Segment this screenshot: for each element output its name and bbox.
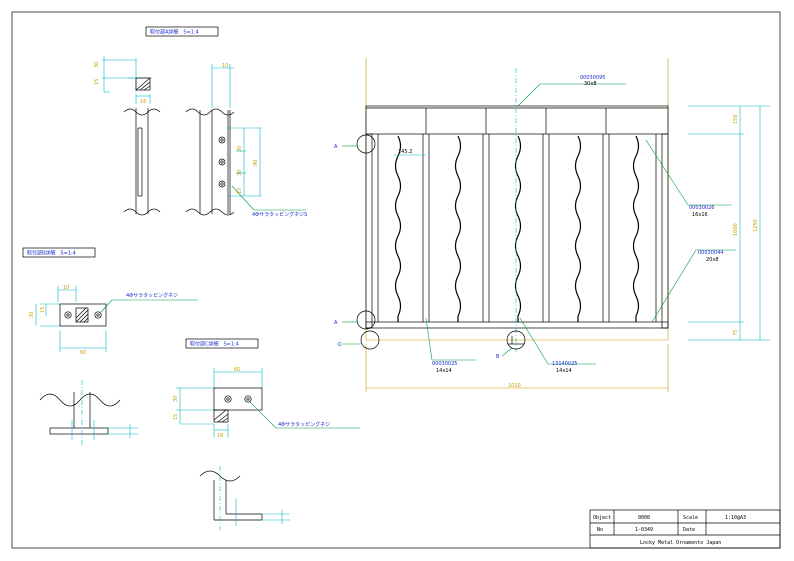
- detail-c-plan: [176, 368, 360, 438]
- picket-code: 00030026: [689, 205, 714, 211]
- detail-c-title: 取付部C詳細 S=1:4: [190, 341, 239, 348]
- detail-b-title: 取付部B詳細 S=1:4: [27, 250, 76, 257]
- bottom-code: 13140025: [552, 361, 577, 367]
- detail-a-dim-w: 30: [94, 62, 100, 68]
- h-bottom-dim: 75: [733, 330, 739, 336]
- detail-a-front-view: [185, 64, 306, 216]
- detail-a2-dim-s2: 30: [237, 170, 243, 176]
- post-size: 14x14: [436, 368, 452, 374]
- detail-a-title-box: [145, 26, 219, 37]
- detail-c-dim-h2: 15: [173, 414, 179, 420]
- detail-b-dim-w: 60: [80, 350, 86, 356]
- detail-a-dim-t: 16: [140, 99, 146, 105]
- detail-c-dim-h1: 30: [173, 396, 179, 402]
- detail-a2-dim-s3: 15: [237, 188, 243, 194]
- detail-a2-dim-w: 10: [222, 63, 228, 69]
- tb-no-value: 1-0349: [635, 527, 653, 533]
- h-mid-dim: 1000: [733, 223, 739, 236]
- tb-no-label: No: [597, 527, 603, 533]
- detail-a-screw-callout: 4ΦサラタッピングネジS: [252, 211, 307, 218]
- detail-b-title-box: [22, 247, 96, 258]
- fence-elevation: [340, 58, 770, 392]
- tb-object-label: Object: [593, 515, 611, 521]
- tb-date-label: Date: [683, 527, 695, 533]
- detail-a2-dim-s1: 30: [237, 146, 243, 152]
- section-mark-c: C: [338, 342, 342, 348]
- section-mark-a-top: A: [334, 144, 338, 150]
- top-rail-code: 00030095: [580, 75, 605, 81]
- tb-company: Locky Metal Ornamento Japan: [640, 540, 721, 546]
- top-rail-size: 30x8: [584, 81, 597, 87]
- picket-gap-dim: 145.2: [398, 149, 412, 155]
- drawing-border: [11, 11, 781, 549]
- detail-c-screw-callout: 4Φサラタッピングネジ: [278, 421, 330, 428]
- detail-c-dim-t: 16: [217, 433, 223, 439]
- detail-b-elevation: [39, 380, 138, 446]
- section-mark-a-bottom: A: [334, 320, 338, 326]
- detail-b-dim-top: 10: [63, 285, 69, 291]
- detail-b-dim-s2: 15: [40, 307, 46, 313]
- tb-object-value: 0000: [638, 515, 650, 521]
- tb-scale-value: 1:10@A3: [725, 515, 746, 521]
- picket-size: 16x16: [692, 212, 708, 218]
- detail-b-plan: [35, 286, 198, 352]
- detail-c-title-box: [185, 338, 259, 349]
- detail-b-screw-callout: 4Φサラタッピングネジ: [126, 292, 178, 299]
- title-block: [589, 509, 781, 549]
- detail-a-title: 取付部A詳細 S=1:4: [150, 29, 199, 36]
- bottom-size: 14x14: [556, 368, 572, 374]
- detail-a2-dim-total: 90: [253, 160, 259, 166]
- detail-a-dim-h: 15: [94, 79, 100, 85]
- rail-code: 00030044: [698, 250, 723, 256]
- detail-b-dim-s1: 30: [29, 312, 35, 318]
- section-mark-b: B: [496, 354, 500, 360]
- detail-a-side-view: [123, 108, 161, 216]
- rail-size: 20x8: [706, 257, 719, 263]
- h-total-dim: 1250: [753, 219, 759, 232]
- tb-scale-label: Scale: [683, 515, 698, 521]
- detail-c-dim-w: 60: [234, 367, 240, 373]
- h-top-dim: 150: [733, 114, 739, 124]
- total-width-dim: 1010: [508, 383, 521, 389]
- post-code: 00030025: [432, 361, 457, 367]
- detail-c-elevation: [199, 466, 290, 530]
- detail-a-profile: [102, 56, 152, 104]
